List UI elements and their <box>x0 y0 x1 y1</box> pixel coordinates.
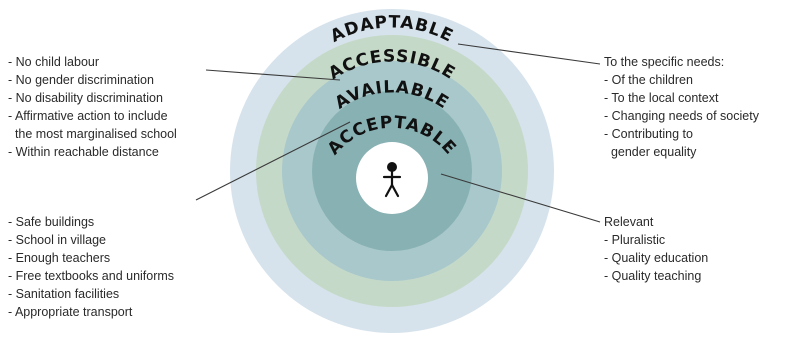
connector-line-acceptable <box>440 173 601 223</box>
connector-line-available <box>195 121 351 201</box>
available-notes: - Safe buildings - School in village - E… <box>0 0 191 319</box>
connector-line-accessible <box>205 69 341 81</box>
acceptable-notes: Relevant - Pluralistic - Quality educati… <box>604 215 708 283</box>
adaptable-notes: To the specific needs: - Of the children… <box>0 0 776 159</box>
connector-line-adaptable <box>457 43 601 65</box>
accessible-notes: - No child labour - No gender discrimina… <box>0 0 194 159</box>
child-figure-icon <box>382 162 402 198</box>
